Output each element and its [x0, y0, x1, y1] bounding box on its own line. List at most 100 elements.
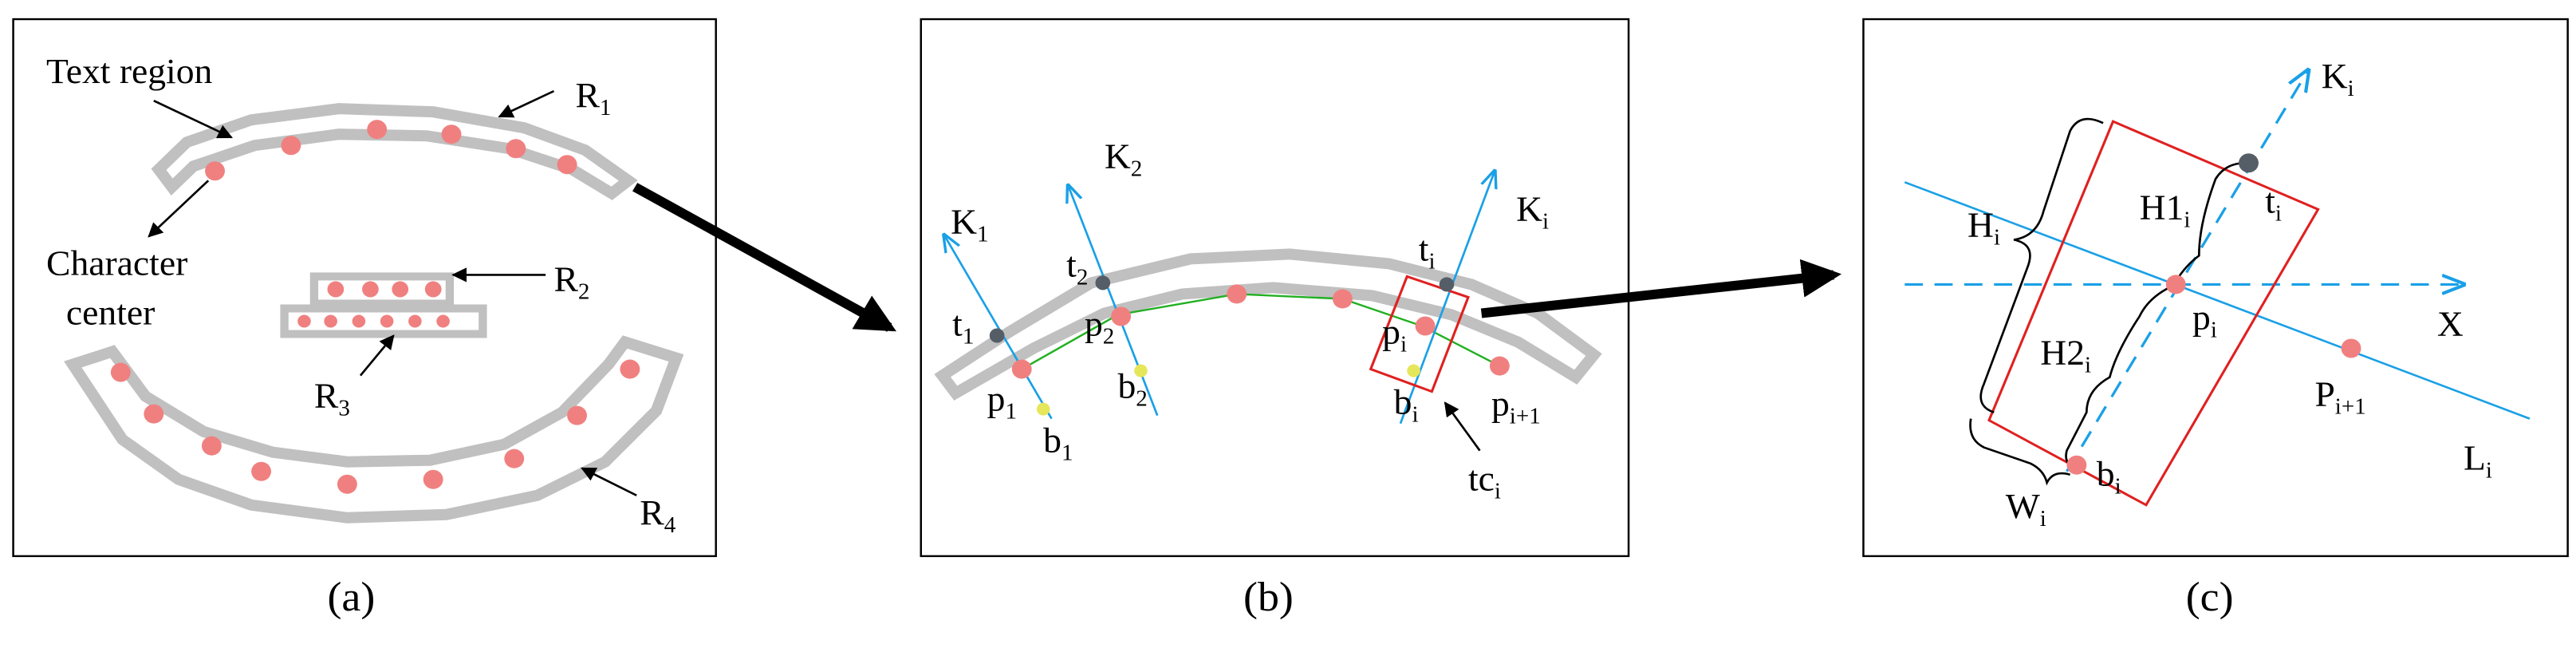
- region-r2: [309, 272, 455, 308]
- r1-arrow: [498, 89, 555, 118]
- tci-arrow: [1444, 401, 1481, 452]
- region-r4-centers: [110, 359, 640, 494]
- li-label: Li: [2464, 438, 2492, 483]
- top-point-t2: [1095, 275, 1111, 290]
- wi-label: Wi: [2006, 486, 2046, 531]
- b2-label: b2: [1117, 366, 1147, 411]
- character-center-dot: [327, 281, 345, 298]
- top-point-t1: [989, 328, 1005, 343]
- center-label: center: [66, 293, 155, 332]
- bottom-point-b1: [1036, 402, 1050, 416]
- top-point-ti: [1439, 277, 1455, 292]
- character-center-dot: [423, 469, 443, 489]
- character-center-arrow: [148, 180, 210, 238]
- hi-label: Hi: [1967, 205, 2000, 250]
- bi-label: bi: [1394, 382, 1419, 427]
- r4-label: R4: [640, 492, 676, 537]
- character-center-dot: [352, 314, 366, 328]
- x-label: X: [2437, 304, 2464, 343]
- k1-label: K1: [951, 202, 988, 247]
- text-region-label: Text region: [46, 52, 212, 91]
- k2-label: K2: [1105, 136, 1142, 181]
- center-point: [1227, 284, 1247, 304]
- r3-arrow: [359, 334, 395, 377]
- flow-arrow-a-to-b: [632, 183, 897, 332]
- flow-arrow-b-to-c: [1480, 259, 1842, 318]
- pi-plus-1-label: pi+1: [1491, 384, 1541, 429]
- bottom-point-bi: [1407, 364, 1420, 377]
- character-center-dot: [201, 436, 222, 456]
- ti-label: ti: [1419, 229, 1436, 274]
- center-point-pi-plus-1: [2341, 338, 2361, 358]
- axis-k2: [1068, 185, 1159, 417]
- text-box: [1987, 120, 2320, 507]
- bottom-point-b2: [1134, 364, 1148, 377]
- character-center-dot: [380, 314, 394, 328]
- center-point: [1332, 289, 1353, 309]
- character-center-dot: [110, 362, 131, 382]
- center-point-p2: [1111, 306, 1132, 326]
- brace-h1i: [2175, 161, 2246, 283]
- region-r1: [151, 103, 638, 200]
- text-region-arrow: [153, 99, 233, 139]
- text-box-tci: [1369, 275, 1470, 393]
- region-r2-centers: [327, 281, 442, 298]
- pi-label: pi: [1382, 312, 1407, 357]
- character-center-dot: [436, 314, 450, 328]
- pi-plus-1-label: Pi+1: [2314, 374, 2365, 419]
- region-curved: [934, 248, 1602, 401]
- bottom-point-bi: [2066, 455, 2087, 475]
- ki-label: Ki: [2322, 57, 2354, 101]
- b1-label: b1: [1043, 421, 1073, 465]
- character-center-dot: [392, 281, 409, 298]
- character-label: Character: [46, 243, 187, 283]
- t2-label: t2: [1066, 245, 1088, 290]
- character-center-dot: [367, 120, 388, 140]
- character-center-dot: [620, 359, 640, 379]
- character-center-dot: [567, 405, 587, 425]
- center-point-p1: [1011, 359, 1032, 379]
- h2i-label: H2i: [2040, 333, 2091, 377]
- character-center-dot: [337, 474, 357, 494]
- r3-label: R3: [314, 376, 350, 421]
- t1-label: t1: [952, 304, 974, 349]
- panel-b: K1 K2 Ki t1 t2 ti p1 p2 pi pi+1 b1 b2 bi…: [920, 18, 1630, 620]
- brace-wi: [1969, 418, 2070, 486]
- h1i-label: H1i: [2140, 188, 2191, 232]
- character-center-dot: [205, 161, 225, 181]
- character-center-dot: [424, 281, 442, 298]
- panel-b-caption: (b): [1243, 575, 1294, 620]
- ti-label: ti: [2265, 181, 2282, 226]
- axis-ki: [1399, 171, 1495, 425]
- axis-ki: [2066, 70, 2308, 472]
- brace-hi: [1979, 117, 2104, 413]
- character-center-dot: [441, 124, 462, 144]
- r1-label: R1: [575, 76, 611, 121]
- panel-a: Text region Character center R1 R2 R3 R4…: [12, 18, 717, 620]
- bi-label: bi: [2097, 454, 2121, 499]
- panel-c-border: [1862, 18, 2569, 558]
- line-li: [1904, 181, 2531, 420]
- panel-c: Ki Hi H1i ti X pi H2i Pi+1 Li bi Wi (c): [1862, 18, 2569, 620]
- character-center-dot: [251, 461, 271, 481]
- brace-h2i: [2065, 283, 2176, 469]
- character-center-dot: [281, 136, 301, 156]
- character-center-dot: [504, 449, 525, 468]
- center-point-pi: [2165, 275, 2186, 294]
- region-r3-centers: [297, 314, 450, 328]
- center-point-pi: [1415, 316, 1436, 336]
- top-point-ti: [2239, 153, 2259, 173]
- panel-a-caption: (a): [327, 575, 375, 620]
- region-r1-centers: [205, 120, 577, 181]
- panel-c-caption: (c): [2186, 575, 2234, 620]
- region-r3: [280, 304, 487, 338]
- p1-label: p1: [987, 379, 1017, 424]
- ki-label: Ki: [1516, 189, 1549, 234]
- region-r4: [64, 335, 684, 524]
- character-center-dot: [362, 281, 379, 298]
- character-center-dot: [297, 314, 311, 328]
- axis-k1: [944, 235, 1053, 420]
- character-center-dot: [557, 155, 577, 175]
- r4-arrow: [581, 467, 637, 496]
